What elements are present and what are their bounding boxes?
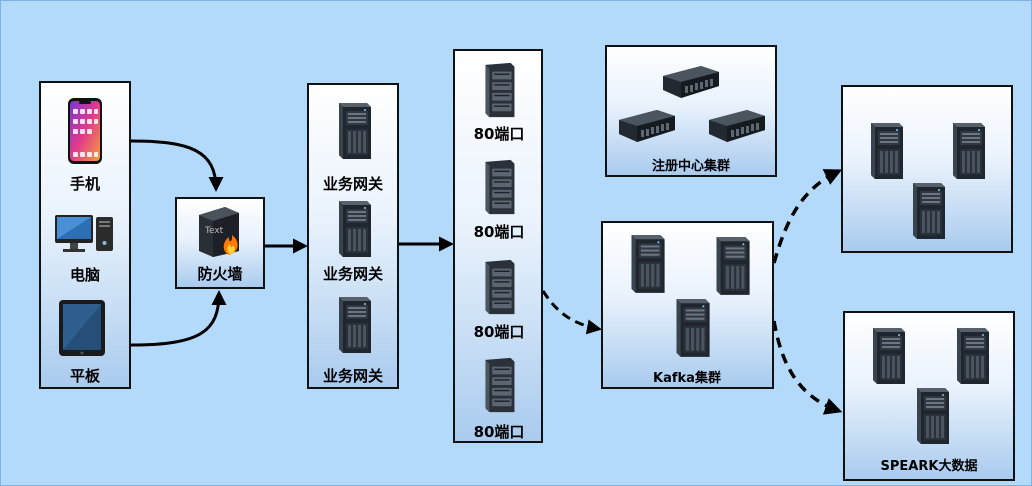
spark-label: SPEARK大数据 <box>880 459 978 474</box>
registry-server-icon-3 <box>709 110 765 142</box>
kafka-server-icon-3 <box>676 299 710 357</box>
gateway-server-icon-2 <box>339 201 371 257</box>
firewall-icon: Text <box>199 207 239 257</box>
port-rack-icon-1 <box>485 62 515 118</box>
pc-label: 电脑 <box>69 266 101 284</box>
gateway-server-icon-3 <box>339 297 371 353</box>
gateway-label-3: 业务网关 <box>322 367 384 385</box>
spark-server-icon-2 <box>957 328 989 384</box>
dashed-arrow-kafka-to-cluster <box>772 169 843 264</box>
registry-label: 注册中心集群 <box>651 159 731 174</box>
gateway-server-icon-1 <box>339 103 371 159</box>
spark-server-icon-1 <box>873 328 905 384</box>
registry-server-icon-1 <box>663 66 719 98</box>
port-label-1: 80端口 <box>473 125 525 143</box>
arrow-tablet-to-firewall <box>130 290 227 347</box>
desktop-computer-icon <box>55 215 113 252</box>
gateway-label-2: 业务网关 <box>322 265 384 283</box>
tablet-label: 平板 <box>69 367 101 385</box>
cluster-server-icon-3 <box>913 183 945 239</box>
registry-server-icon-2 <box>619 110 675 142</box>
dashed-arrow-ports-to-kafka <box>541 290 602 335</box>
firewall-label: 防火墙 <box>197 265 243 283</box>
port-rack-icon-3 <box>485 259 515 315</box>
port-rack-icon-2 <box>485 159 515 215</box>
arrow-phone-to-firewall <box>130 139 224 192</box>
port-label-2: 80端口 <box>473 223 525 241</box>
phone-label: 手机 <box>69 175 101 193</box>
kafka-server-icon-2 <box>716 237 750 295</box>
cluster-server-icon-2 <box>953 123 985 179</box>
smartphone-icon <box>68 98 102 164</box>
firewall-badge-text: Text <box>204 226 224 236</box>
gateway-label-1: 业务网关 <box>322 175 384 193</box>
spark-server-icon-3 <box>917 388 949 444</box>
kafka-label: Kafka集群 <box>653 371 721 386</box>
tablet-icon <box>59 300 105 356</box>
port-rack-icon-4 <box>485 357 515 413</box>
port-label-4: 80端口 <box>473 423 525 441</box>
port-label-3: 80端口 <box>473 323 525 341</box>
kafka-server-icon-1 <box>631 235 665 293</box>
cluster-server-icon-1 <box>871 123 903 179</box>
dashed-arrow-kafka-to-spark <box>772 320 843 415</box>
